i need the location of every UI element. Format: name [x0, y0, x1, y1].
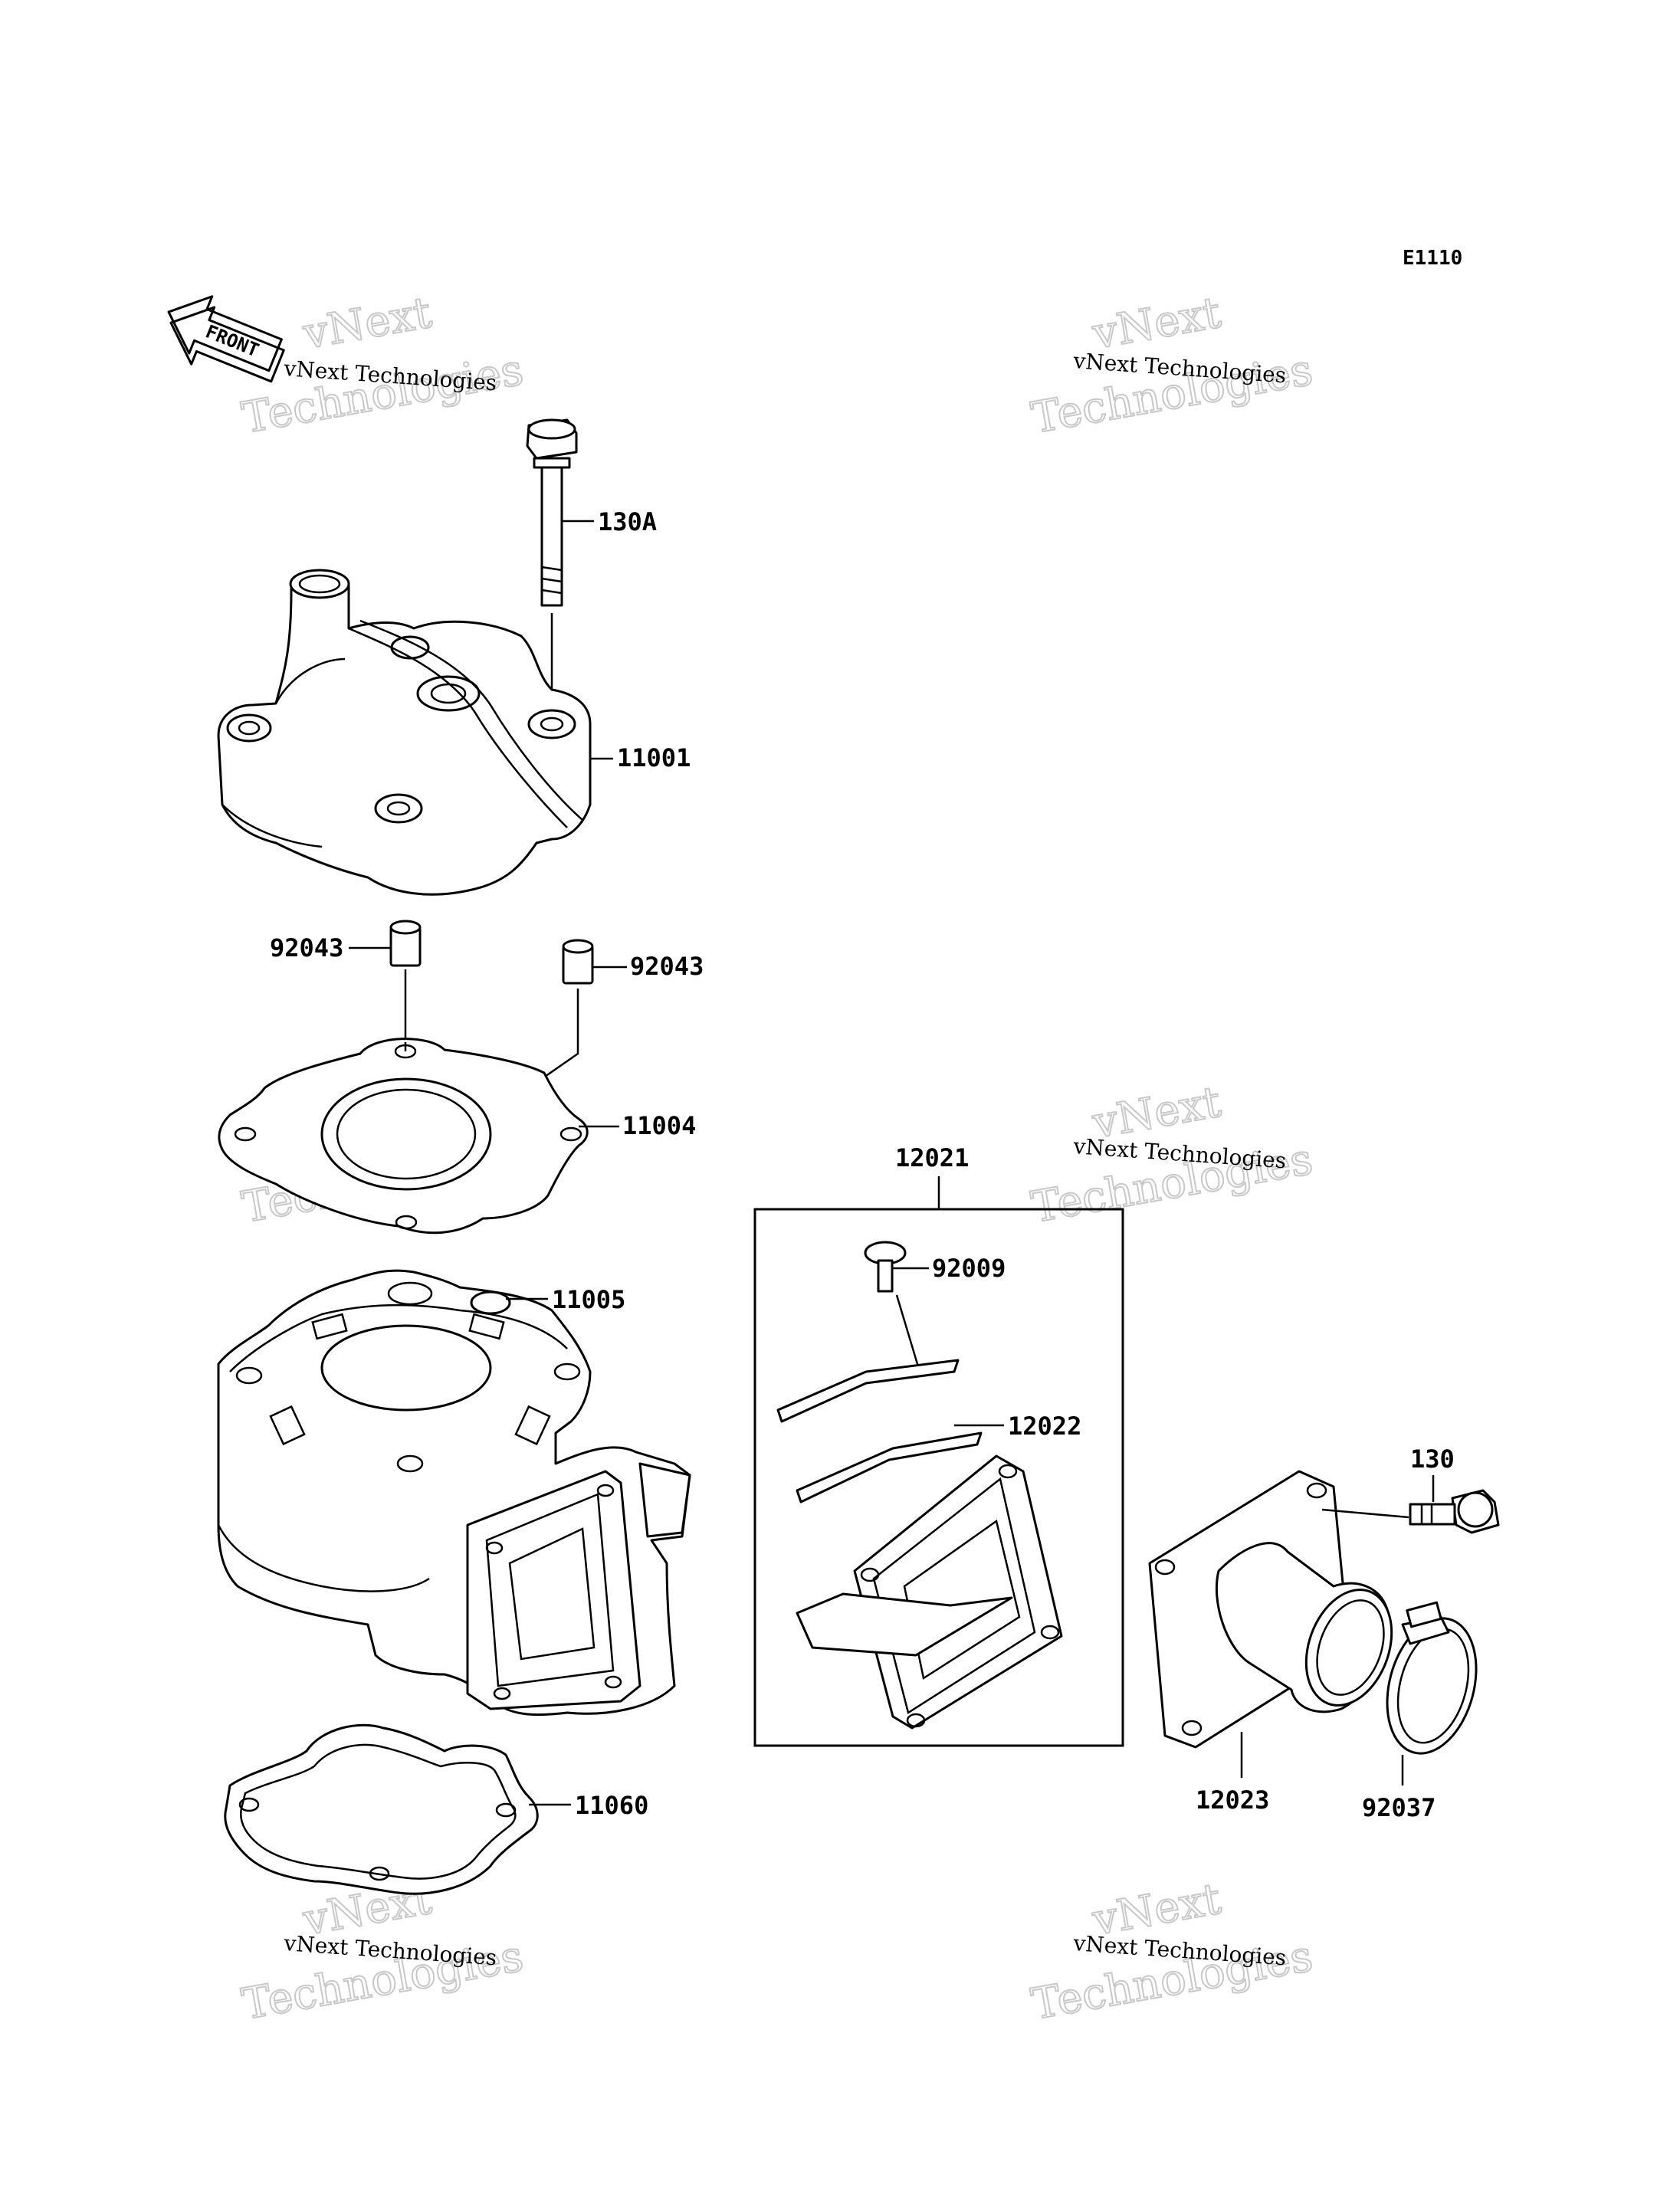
- cylinder-11005: [217, 1269, 691, 1717]
- label-11005: 11005: [552, 1285, 625, 1314]
- label-12021: 12021: [895, 1143, 969, 1172]
- watermark-top-left: vNext Technologies vNext Technologies: [238, 287, 527, 444]
- reed-valve-assembly-12021: [753, 1176, 1124, 1747]
- dowel-pin-left: [349, 920, 422, 1042]
- intake-pipe-12023: [1148, 1470, 1409, 1778]
- clamp-92037: [1386, 1601, 1478, 1785]
- reed-12022: [776, 1359, 1004, 1503]
- label-11001: 11001: [617, 743, 691, 772]
- watermark-bottom-right: vNext Technologies vNext Technologies: [1027, 1874, 1317, 2031]
- watermark-top-right: vNext Technologies vNext Technologies: [1027, 287, 1317, 444]
- label-92043-right: 92043: [630, 952, 704, 981]
- bolt-130: [1409, 1475, 1500, 1534]
- label-12023: 12023: [1196, 1785, 1269, 1815]
- label-92037: 92037: [1362, 1793, 1436, 1822]
- svg-text:vNext: vNext: [299, 288, 435, 359]
- label-92009: 92009: [932, 1254, 1006, 1283]
- head-gasket-11004: [218, 1038, 619, 1235]
- label-130: 130: [1410, 1444, 1455, 1474]
- front-arrow-icon: FRONT: [167, 295, 285, 383]
- svg-text:vNext: vNext: [1088, 288, 1225, 359]
- label-11004: 11004: [622, 1111, 696, 1140]
- base-gasket-11060: [224, 1723, 571, 1895]
- reed-block: [796, 1454, 1063, 1730]
- label-11060: 11060: [575, 1791, 648, 1820]
- bolt-130a: [526, 418, 594, 720]
- label-130a: 130A: [598, 507, 657, 536]
- screw-92009: [864, 1241, 929, 1372]
- cylinder-head-11001: [217, 569, 613, 896]
- diagram-code: E1110: [1403, 247, 1462, 270]
- label-12022: 12022: [1008, 1412, 1081, 1441]
- label-92043-left: 92043: [270, 933, 343, 962]
- watermark-bottom-left: vNext Technologies vNext Technologies: [238, 1874, 527, 2031]
